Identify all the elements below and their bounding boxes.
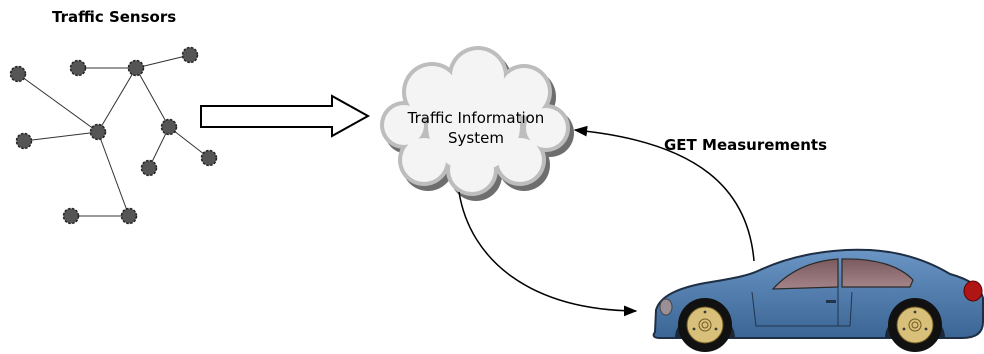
sensor-node-icon bbox=[9, 65, 27, 83]
cloud-label-line2: System bbox=[448, 129, 504, 147]
sensor-node-icon bbox=[69, 59, 87, 77]
sensor-node-icon bbox=[160, 118, 178, 136]
request-arrow bbox=[573, 125, 755, 262]
sensor-node-icon bbox=[127, 59, 145, 77]
sensor-node-icon bbox=[62, 207, 80, 225]
request-label: GET Measurements bbox=[664, 136, 827, 154]
sensor-node-icon bbox=[200, 149, 218, 167]
sensors-title: Traffic Sensors bbox=[52, 8, 177, 26]
sensor-network-edges bbox=[17, 54, 210, 217]
car-icon bbox=[652, 248, 984, 352]
sensor-node-icon bbox=[89, 123, 107, 141]
sensor-node-icon bbox=[181, 46, 199, 64]
sensor-node-icon bbox=[15, 132, 33, 150]
cloud-icon bbox=[380, 46, 574, 201]
block-arrow-icon bbox=[200, 94, 371, 138]
sensor-nodes bbox=[9, 46, 218, 225]
response-arrow bbox=[458, 191, 638, 317]
cloud-label: Traffic Information System bbox=[384, 108, 568, 148]
sensor-node-icon bbox=[140, 159, 158, 177]
cloud-label-line1: Traffic Information bbox=[407, 109, 545, 127]
sensor-node-icon bbox=[120, 207, 138, 225]
